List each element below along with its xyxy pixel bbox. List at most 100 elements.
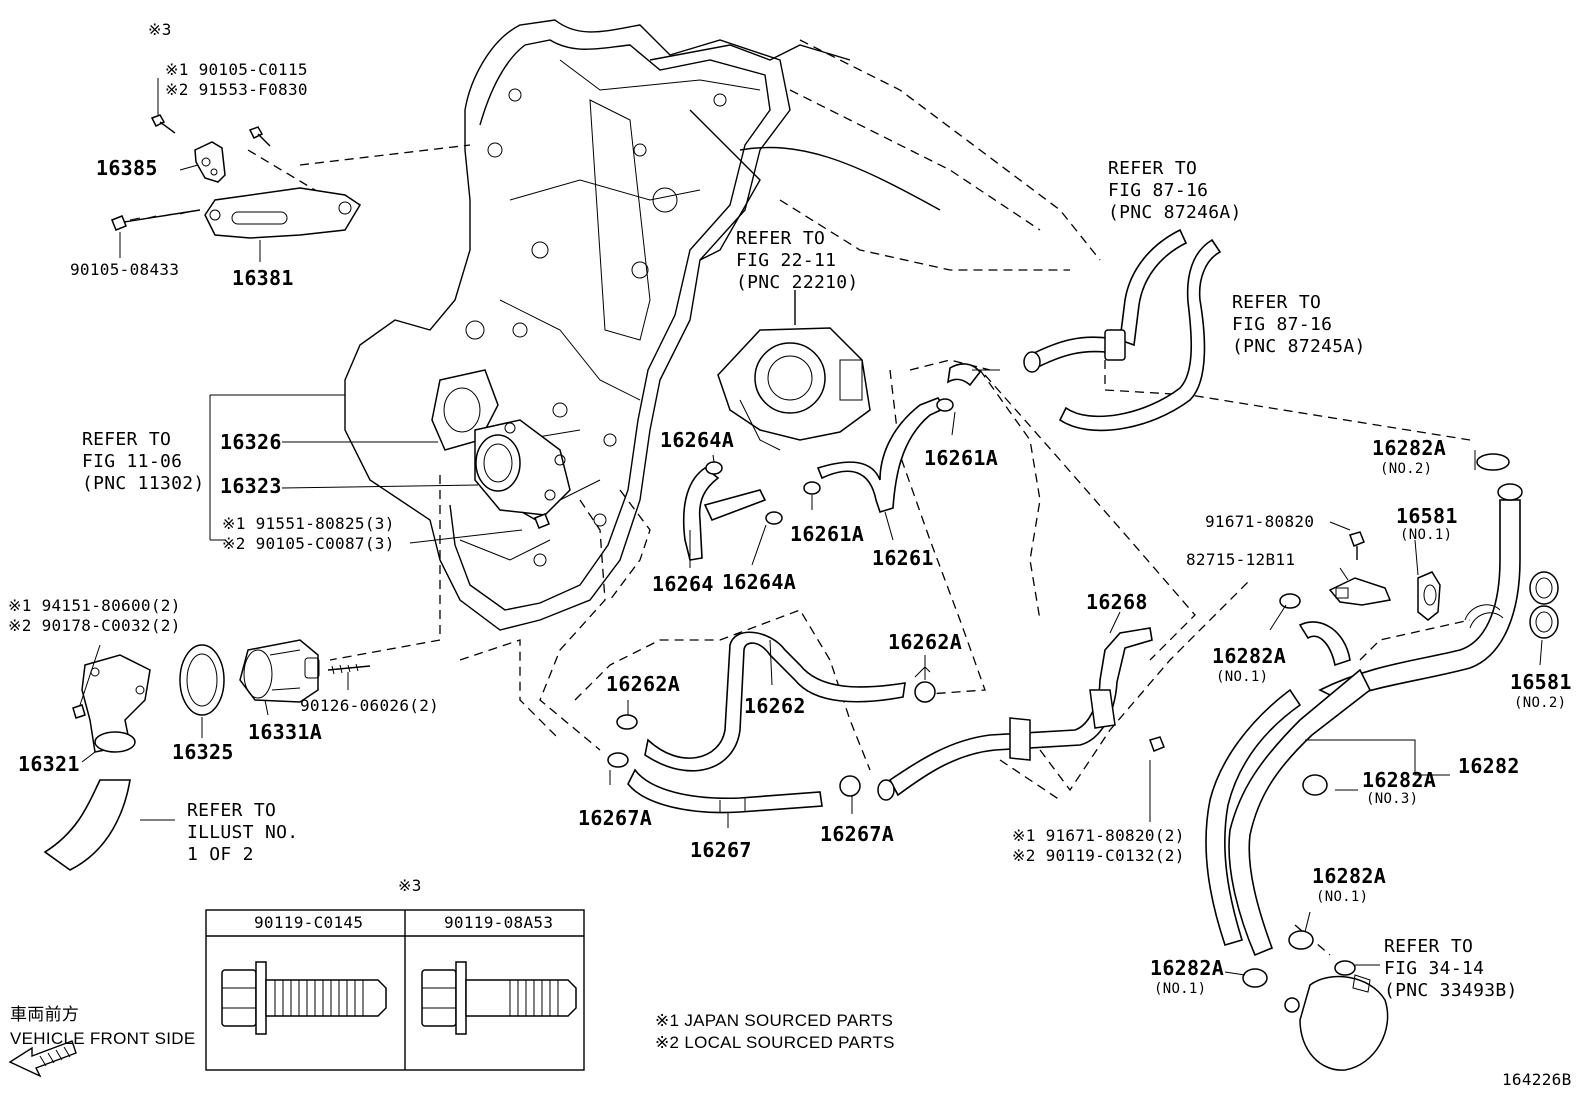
- hose-16261: [816, 397, 947, 513]
- bolt-table: [205, 909, 585, 1071]
- bolt-flange-c0145: [221, 961, 387, 1035]
- note-j-94151-80600: ※1 94151-80600(2): [8, 596, 181, 615]
- label-16264A-top: 16264A: [660, 428, 735, 452]
- label-16282A-no1c: 16282A: [1150, 956, 1225, 980]
- hose-16262: [644, 631, 906, 772]
- gasket-16325: [179, 644, 225, 716]
- bracket-16381: [204, 187, 362, 239]
- label-no2-b: (NO.2): [1514, 695, 1567, 711]
- label-82715-12B11: 82715-12B11: [1186, 550, 1296, 569]
- label-16261A-left: 16261A: [790, 522, 865, 546]
- label-16264: 16264: [652, 572, 714, 596]
- label-16325: 16325: [172, 740, 234, 764]
- label-16282A-no2: 16282A: [1372, 436, 1447, 460]
- bolt-table-col2: 90119-08A53: [444, 913, 554, 932]
- label-16581-no2: 16581: [1510, 670, 1572, 694]
- bolt-91671-mid: [1149, 736, 1165, 752]
- label-16262A-right: 16262A: [888, 630, 963, 654]
- ref-illust-no: REFER TO ILLUST NO. 1 OF 2: [187, 800, 299, 865]
- hose-16264: [682, 467, 767, 561]
- hose-16268: [877, 627, 1153, 801]
- bolt-top-left: [150, 114, 176, 134]
- stud-90126: [327, 663, 371, 675]
- label-16323: 16323: [220, 474, 282, 498]
- bracket-16385: [194, 141, 226, 183]
- ref-fig-34-14: REFER TO FIG 34-14 (PNC 33493B): [1384, 936, 1518, 1001]
- bolt-flange-08a53: [421, 961, 577, 1035]
- label-no3: (NO.3): [1366, 791, 1419, 807]
- clamp-16261A: [803, 398, 954, 495]
- front-label-jp: 車両前方: [10, 1005, 80, 1024]
- ref-fig-87-16-b: REFER TO FIG 87-16 (PNC 87245A): [1232, 292, 1366, 357]
- bolt-94151: [72, 704, 86, 719]
- label-no1-b: (NO.1): [1216, 669, 1269, 685]
- front-label-en: VEHICLE FRONT SIDE: [10, 1029, 196, 1048]
- label-16264A-bottom: 16264A: [722, 570, 797, 594]
- hose-16267: [627, 768, 823, 814]
- illustration-id: 164226B: [1502, 1070, 1572, 1089]
- bolt-table-col1: 90119-C0145: [254, 913, 364, 932]
- label-16282A-no3: 16282A: [1362, 768, 1437, 792]
- label-16267A-left: 16267A: [578, 806, 653, 830]
- note-j-90105-c0115: ※1 90105-C0115: [165, 60, 308, 79]
- label-90126-06026: 90126-06026(2): [300, 696, 440, 715]
- throttle-body: [717, 290, 871, 451]
- label-16321: 16321: [18, 752, 80, 776]
- clamp-16267A: [607, 752, 861, 797]
- ref-fig-11-06: REFER TO FIG 11-06 (PNC 11302): [82, 429, 205, 494]
- note-l-90105-c0087: ※2 90105-C0087(3): [222, 534, 395, 553]
- label-16385: 16385: [96, 156, 158, 180]
- note-c3-top: ※3: [148, 20, 172, 39]
- label-16268: 16268: [1086, 590, 1148, 614]
- vacuum-pump: [1284, 960, 1389, 1071]
- label-91671-80820: 91671-80820: [1205, 512, 1315, 531]
- label-no1-d: (NO.1): [1154, 981, 1207, 997]
- label-16261A-right: 16261A: [924, 446, 999, 470]
- long-bolt-90105-08433: [111, 209, 201, 231]
- bolt-table-marker: ※3: [398, 876, 422, 895]
- label-90105-08433: 90105-08433: [70, 260, 180, 279]
- note-l-90178-c0032: ※2 90178-C0032(2): [8, 616, 181, 635]
- label-16581-no1: 16581: [1396, 504, 1458, 528]
- label-16261: 16261: [872, 546, 934, 570]
- legend-japan-sourced: ※1 JAPAN SOURCED PARTS: [655, 1011, 894, 1030]
- bolt-91553: [248, 126, 271, 147]
- clamp-16581-no1: [1417, 571, 1441, 621]
- leader-lines: [79, 78, 1543, 976]
- engine-timing-cover: [344, 19, 941, 631]
- note-l-91553-f0830: ※2 91553-F0830: [165, 80, 308, 99]
- label-16267A-right: 16267A: [820, 822, 895, 846]
- reference-lines: [247, 39, 1471, 956]
- label-no1-a: (NO.1): [1400, 527, 1453, 543]
- label-16282: 16282: [1458, 754, 1520, 778]
- front-arrow-icon: [8, 1040, 77, 1078]
- clamp-16581-no2: [1529, 571, 1559, 639]
- note-l-90119-c0132: ※2 90119-C0132(2): [1012, 846, 1185, 865]
- water-inlet-16323: [474, 419, 571, 516]
- bolt-91671-top: [1349, 531, 1365, 560]
- clamp-16264A: [705, 461, 783, 525]
- hose-connector-top: [946, 329, 1126, 387]
- label-16267: 16267: [690, 838, 752, 862]
- ref-fig-87-16-a: REFER TO FIG 87-16 (PNC 87246A): [1108, 158, 1242, 223]
- radiator-hose: [43, 779, 131, 871]
- hose-87246A: [1119, 228, 1188, 347]
- hose-16282: [1205, 483, 1523, 957]
- label-16282A-no1b: 16282A: [1312, 864, 1387, 888]
- thermostat-16331A: [239, 639, 320, 703]
- bracket-82715: [1328, 577, 1392, 606]
- label-no1-c: (NO.1): [1316, 889, 1369, 905]
- hose-87245A: [1058, 238, 1222, 432]
- label-16326: 16326: [220, 430, 282, 454]
- ref-fig-22-11: REFER TO FIG 22-11 (PNC 22210): [736, 228, 859, 293]
- note-j-91551-80825: ※1 91551-80825(3): [222, 514, 395, 533]
- label-16262: 16262: [744, 694, 806, 718]
- legend-local-sourced: ※2 LOCAL SOURCED PARTS: [655, 1033, 895, 1052]
- water-outlet-16321: [81, 654, 151, 753]
- label-no2-a: (NO.2): [1380, 461, 1433, 477]
- label-16262A-left: 16262A: [606, 672, 681, 696]
- label-16381: 16381: [232, 266, 294, 290]
- label-16282A-no1a: 16282A: [1212, 644, 1287, 668]
